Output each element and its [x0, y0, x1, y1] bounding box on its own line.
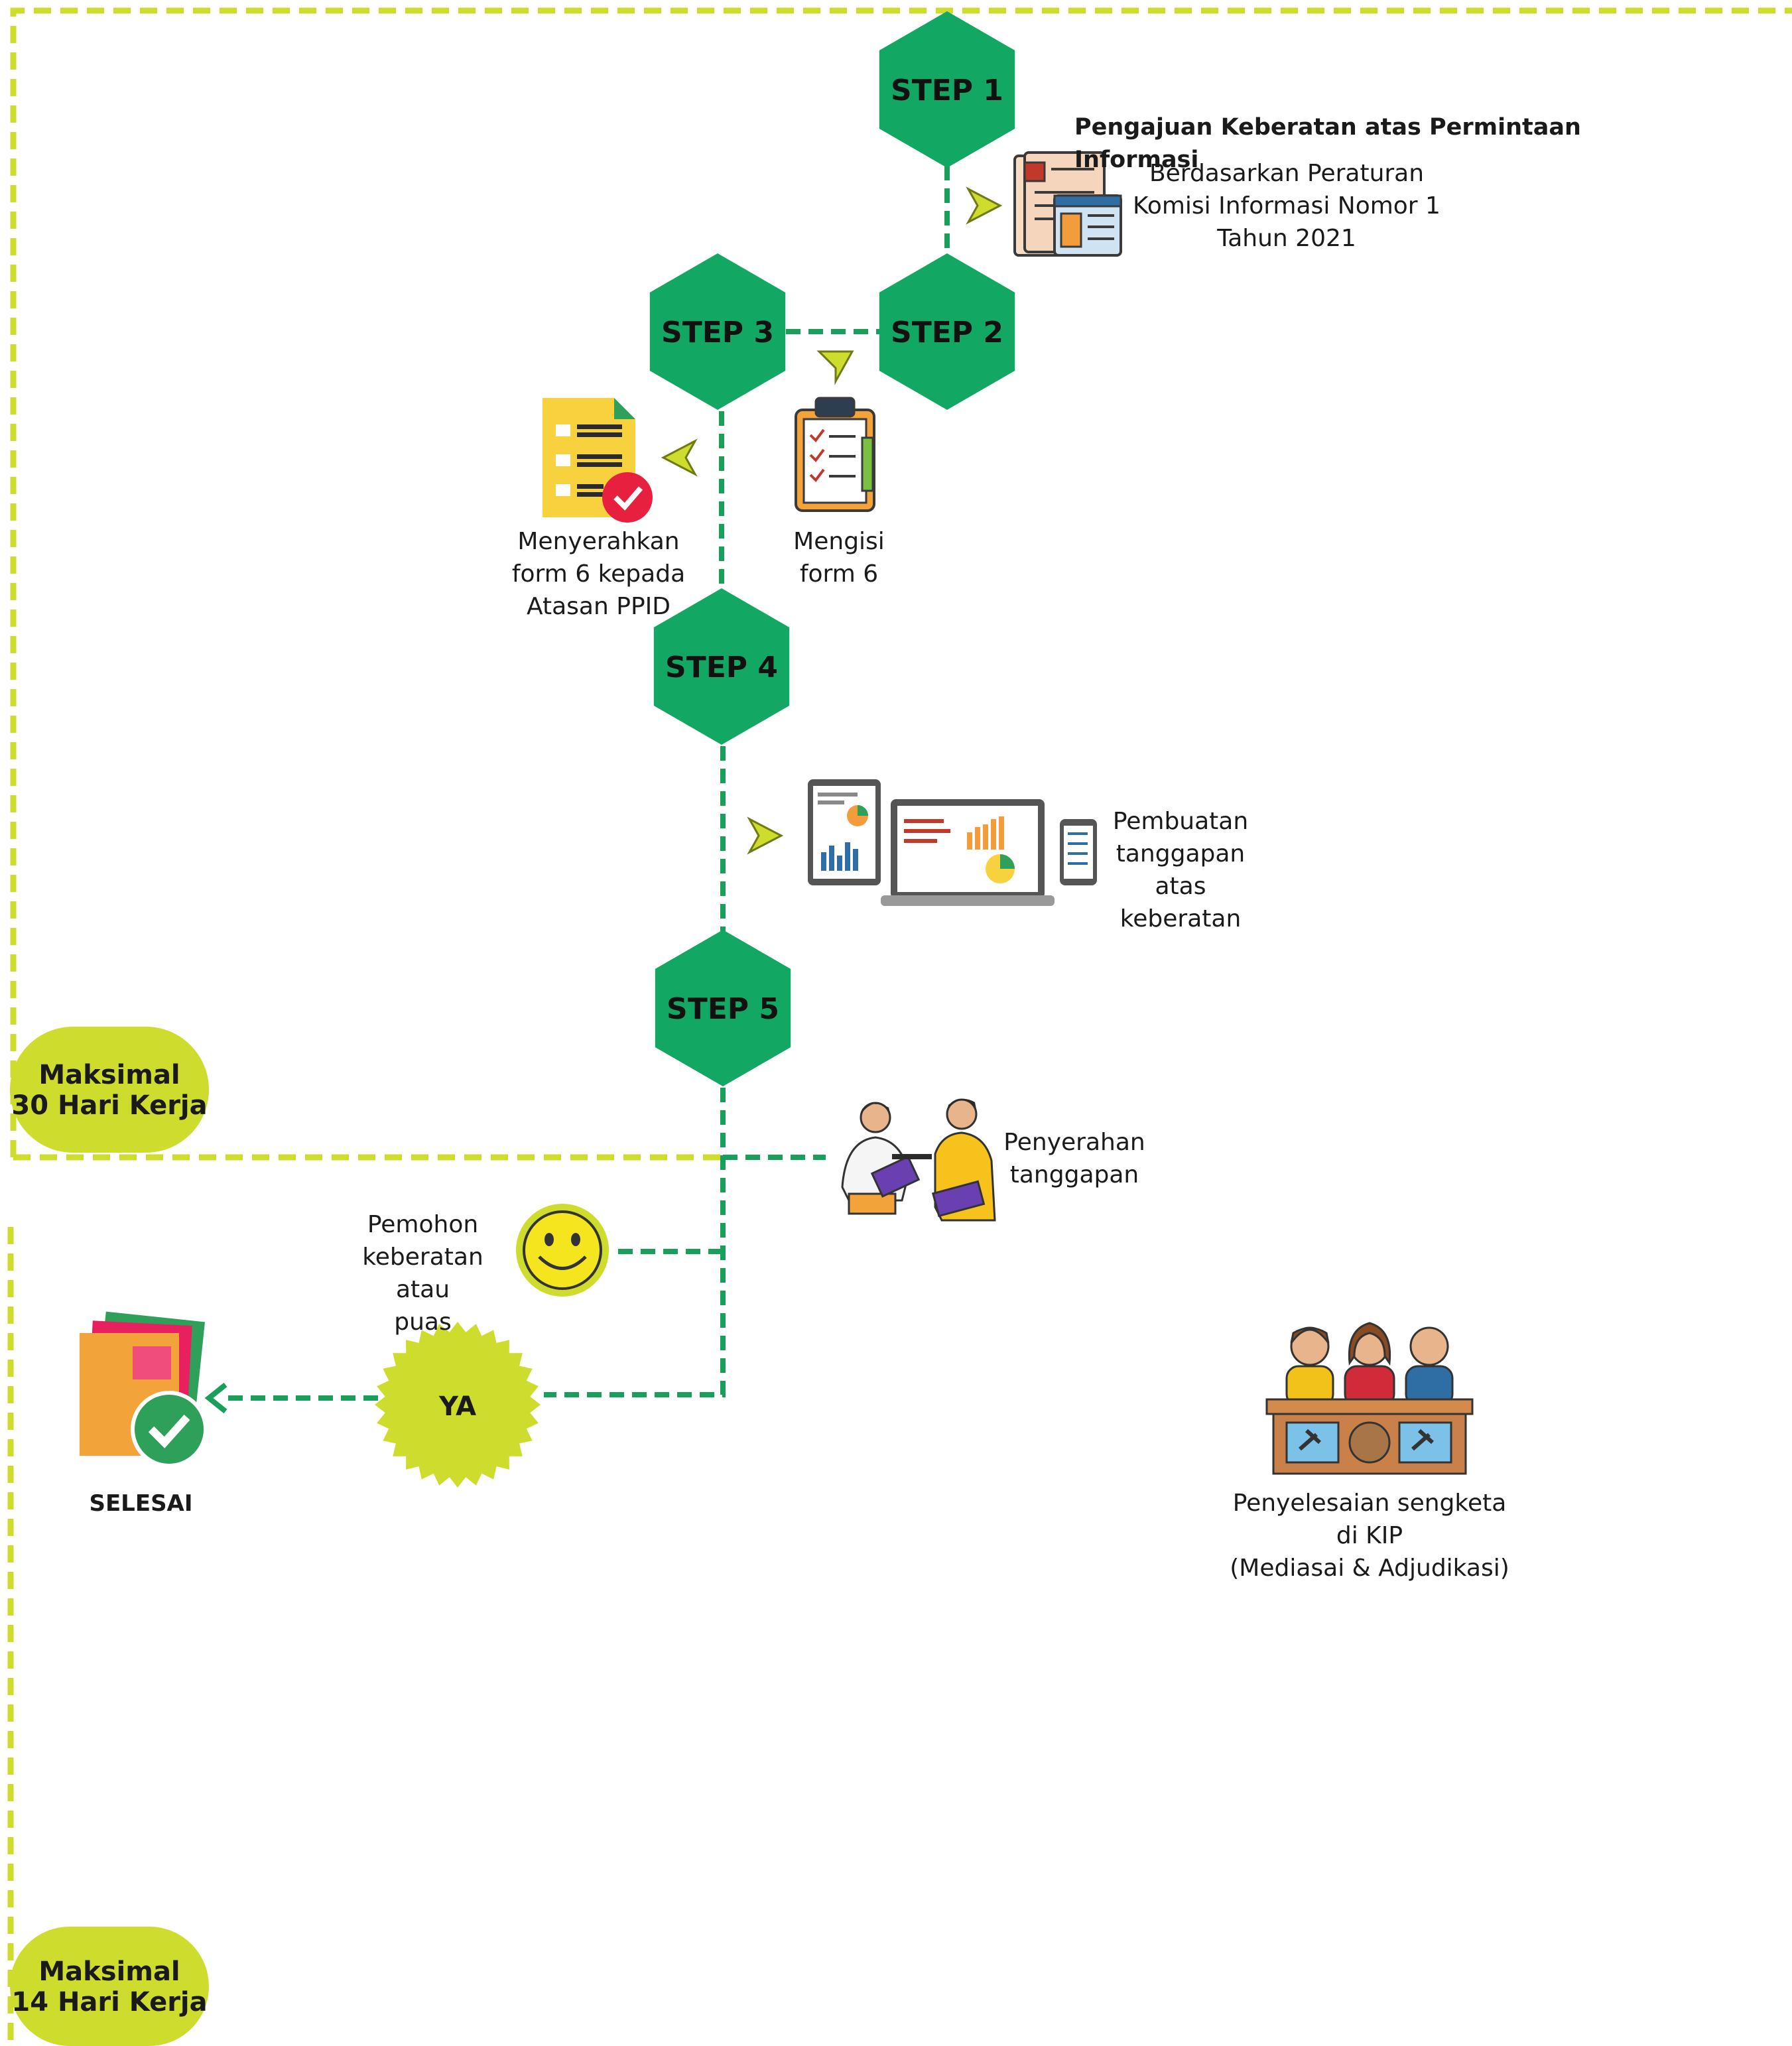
chevron-left-icon	[661, 438, 698, 477]
ya-decision-badge	[375, 1322, 541, 1488]
step-label-2: STEP 2	[891, 316, 1003, 350]
label-menyerahkan: Menyerahkan form 6 kepada Atasan PPID	[511, 528, 686, 620]
badge-14-hari	[10, 1927, 209, 2046]
documents-icon	[1013, 151, 1122, 257]
badge-30-hari	[10, 1027, 209, 1153]
ya-label: YA	[438, 1391, 477, 1422]
header-subtitle: Berdasarkan Peraturan Komisi Informasi N…	[1133, 160, 1440, 252]
header-title: Pengajuan Keberatan atas Permintaan Info…	[1074, 114, 1581, 173]
arrowhead-selesai	[204, 1382, 227, 1414]
step-hexagon-4: STEP 4	[653, 588, 790, 745]
chevron-right-icon	[747, 816, 784, 855]
tribunal-panel-icon	[1265, 1322, 1474, 1475]
form-approved-icon	[543, 398, 653, 523]
step-hexagon-1: STEP 1	[879, 11, 1015, 168]
flow-connectors	[222, 166, 950, 1401]
step-hexagon-2: STEP 2	[879, 253, 1015, 410]
step-hexagon-3: STEP 3	[649, 253, 786, 410]
step-label-4: STEP 4	[665, 651, 778, 684]
badge-14-label: Maksimal 14 Hari Kerja	[11, 1956, 208, 2017]
step-label-3: STEP 3	[661, 316, 774, 350]
label-pemohon: Pemohon keberatan atau puas	[362, 1211, 483, 1336]
badge-30-label: Maksimal 30 Hari Kerja	[11, 1060, 208, 1121]
label-mengisi: Mengisi form 6	[793, 528, 885, 588]
label-penyerahan: Penyerahan tanggapan	[1003, 1129, 1145, 1188]
label-penyelesaian: Penyelesaian sengketa di KIP (Mediasai &…	[1230, 1490, 1509, 1582]
step-label-5: STEP 5	[667, 992, 779, 1026]
label-pembuatan: Pembuatan tanggapan atas keberatan	[1112, 808, 1249, 932]
connector-step5-down	[544, 1088, 726, 1397]
label-selesai: SELESAI	[89, 1490, 193, 1517]
devices-report-icon	[808, 779, 1097, 906]
chevron-arrows	[661, 186, 1003, 855]
smiley-face-icon	[516, 1204, 609, 1297]
step-label-1: STEP 1	[891, 74, 1003, 107]
done-folder-icon	[80, 1311, 208, 1468]
handover-people-icon	[841, 1098, 996, 1222]
chevron-down-icon	[816, 350, 854, 385]
clipboard-checklist-icon	[795, 397, 875, 512]
chevron-right-icon	[966, 186, 1003, 225]
step-hexagon-5: STEP 5	[655, 930, 791, 1086]
timeframe-border-30	[10, 7, 1792, 1161]
